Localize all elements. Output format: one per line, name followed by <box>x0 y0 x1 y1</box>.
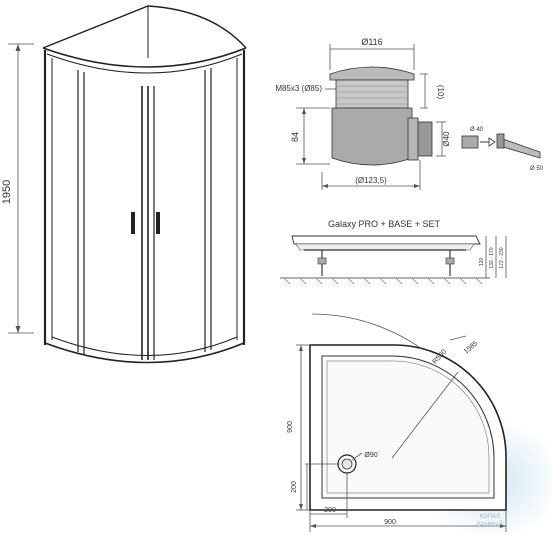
watermark-line-2: ВАННЫЙ <box>477 520 503 528</box>
drain-thread-label: M85x3 (Ø85) <box>275 84 322 93</box>
hose-small-label: Ø 40 <box>470 127 484 133</box>
hose-large-label: Ø 50 <box>530 166 544 172</box>
tray-offset-vertical-label: 200 <box>291 481 298 493</box>
tray-height-1: 120 <box>479 258 485 267</box>
tray-drain-label: Ø90 <box>364 452 377 459</box>
cabin-height-label: 1950 <box>1 180 13 204</box>
tray-depth-label: 900 <box>287 421 294 433</box>
tray-width-label: 900 <box>384 519 396 526</box>
drain-outlet-label: Ø40 <box>442 131 451 147</box>
watermark-line-1: КОПАЛ <box>480 514 501 520</box>
tray-top-view: R500 1585 Ø90 900 200 200 900 КОПАЛ В <box>287 313 552 539</box>
tray-offset-horizontal-label: 200 <box>324 507 336 514</box>
shower-cabin: 1950 <box>1 5 247 364</box>
tray-height-3: 172 - 230 <box>499 247 505 268</box>
drain-cap-height-label: (10) <box>436 85 445 100</box>
tray-side-title: Galaxy PRO + BASE + SET <box>328 219 441 229</box>
tray-side-view: Galaxy PRO + BASE + SET 120 132 - 170 17… <box>280 219 507 285</box>
drain-assembly: Ø116 M85x3 (Ø85) (10) 84 Ø40 <box>275 37 544 190</box>
tray-outer-radius-label: 1585 <box>463 340 480 355</box>
drain-bottom-width-label: (Ø123,5) <box>355 176 387 185</box>
tray-height-2: 132 - 170 <box>489 247 495 268</box>
drain-top-width-label: Ø116 <box>361 37 382 47</box>
drain-body-height-label: 84 <box>290 132 300 142</box>
